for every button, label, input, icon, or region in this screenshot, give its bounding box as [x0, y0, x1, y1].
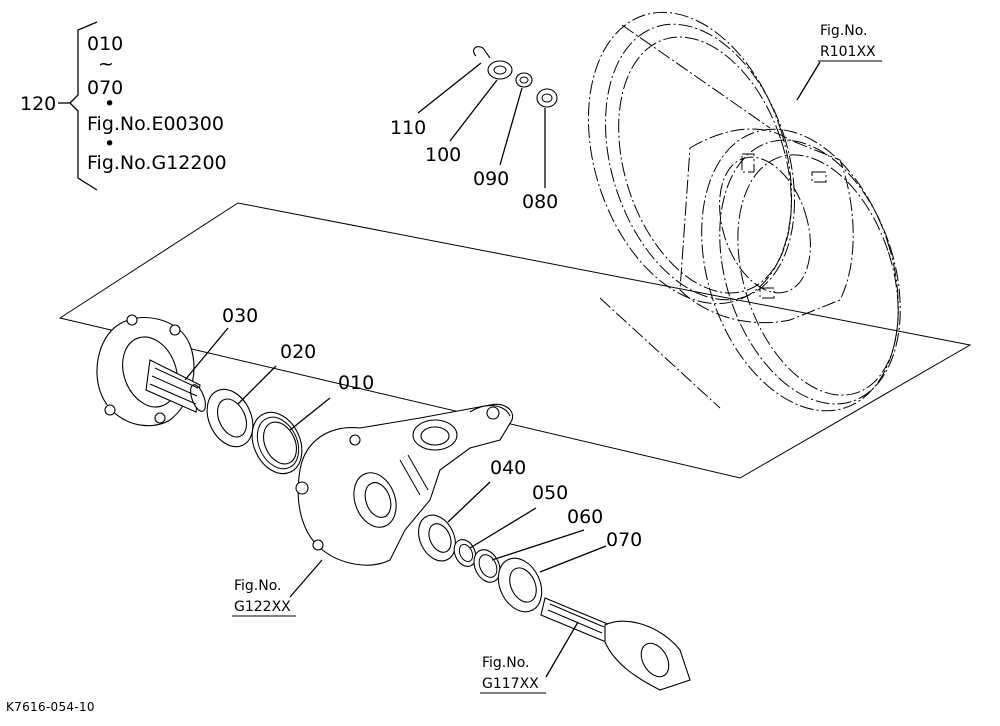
ring-060	[473, 549, 501, 583]
fig-ref-wheel-line2: R101XX	[820, 44, 876, 60]
leader-lines	[184, 61, 821, 678]
label-110: 110	[390, 117, 426, 139]
wheel-rim	[587, 11, 901, 412]
fig-ref-housing-line2: G122XX	[234, 599, 291, 615]
assembly-fig-g: Fig.No.G12200	[87, 152, 227, 174]
drive-shaft	[540, 597, 691, 691]
assembly-bullet-1: •	[104, 93, 115, 115]
fig-ref-shaft: Fig.No. G117XX	[480, 655, 546, 694]
small-hardware	[473, 46, 558, 108]
fig-ref-wheel-line1: Fig.No.	[820, 23, 868, 39]
bearing-040	[418, 514, 456, 562]
seal-070	[497, 557, 543, 613]
label-020: 020	[280, 341, 316, 363]
fig-ref-shaft-line1: Fig.No.	[482, 655, 530, 671]
drawing-code: K7616-054-10	[6, 700, 95, 714]
fig-ref-wheel: Fig.No. R101XX	[818, 23, 882, 62]
hub-flange-030	[96, 314, 206, 427]
label-070: 070	[606, 529, 642, 551]
label-030: 030	[222, 305, 258, 327]
label-060: 060	[567, 506, 603, 528]
label-080: 080	[522, 191, 558, 213]
assembly-bullet-2: •	[104, 133, 115, 155]
assembly-item-first: 010	[87, 33, 123, 55]
fig-ref-housing: Fig.No. G122XX	[232, 578, 296, 617]
assembly-fig-e: Fig.No.E00300	[87, 113, 224, 135]
label-010: 010	[338, 372, 374, 394]
label-040: 040	[490, 457, 526, 479]
assembly-item-range: ~	[98, 53, 114, 75]
assembly-plane-outline	[58, 202, 972, 479]
label-050: 050	[532, 482, 568, 504]
label-090: 090	[473, 168, 509, 190]
circlip-050	[453, 539, 477, 567]
fig-ref-housing-line1: Fig.No.	[234, 578, 282, 594]
assembly-bracket-group: 120 010 ~ 070 • Fig.No.E00300 • Fig.No.G…	[20, 21, 227, 191]
label-100: 100	[425, 144, 461, 166]
fig-ref-shaft-line2: G117XX	[482, 676, 539, 692]
assembly-item-last: 070	[87, 77, 123, 99]
part-labels: 110 100 090 080 030 020 010 040 050 060 …	[222, 117, 642, 551]
oil-seal-020	[206, 388, 254, 448]
knuckle-housing	[295, 403, 514, 566]
bearing-010	[251, 411, 303, 475]
assembly-label: 120	[20, 93, 56, 115]
